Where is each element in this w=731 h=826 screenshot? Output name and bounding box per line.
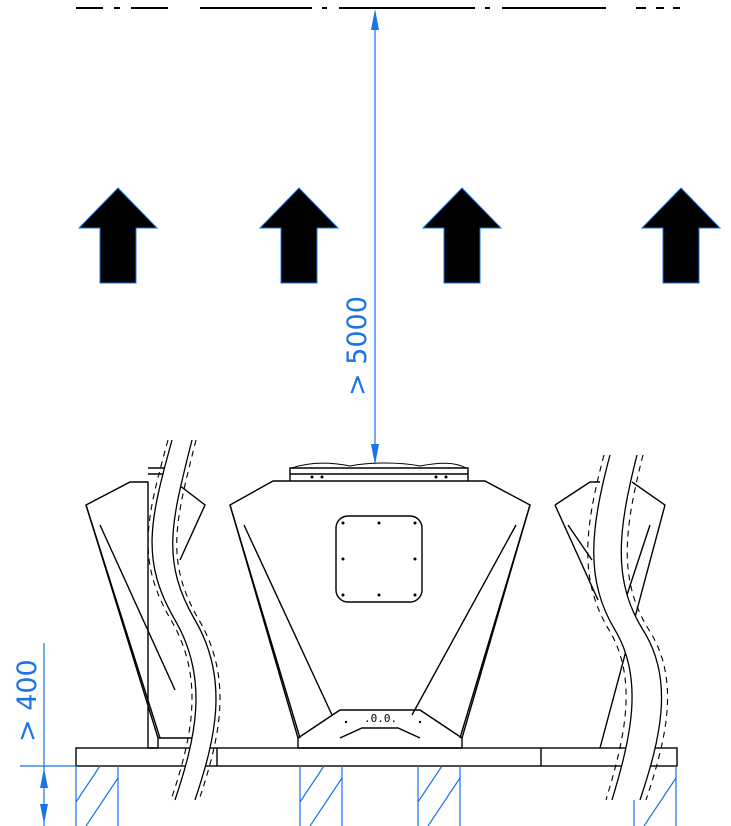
pillar — [299, 765, 343, 826]
up-arrow-icon — [421, 187, 503, 284]
airflow-arrows — [77, 187, 722, 284]
pillar — [75, 765, 119, 826]
base-height-label: > 400 — [12, 659, 43, 742]
break-lines — [147, 439, 669, 801]
unit-center: .0.0. — [229, 462, 531, 749]
overhead-dimension: > 5000 — [342, 9, 379, 465]
overhead-clearance-label: > 5000 — [342, 296, 373, 396]
up-arrow-icon — [77, 187, 159, 284]
base-dimension: > 400 — [12, 643, 76, 826]
up-arrow-icon — [258, 187, 340, 284]
pillar — [417, 765, 461, 826]
support-pillars — [75, 765, 677, 826]
base-platform — [75, 747, 678, 767]
up-arrow-icon — [640, 187, 722, 284]
svg-text:.0.0.: .0.0. — [364, 712, 397, 725]
